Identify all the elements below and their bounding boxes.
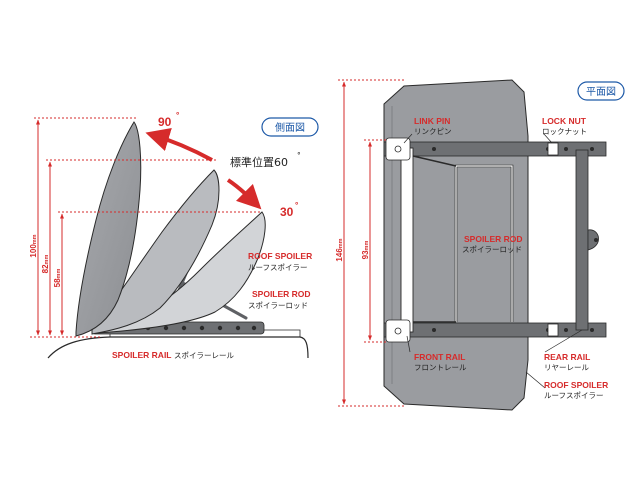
front-rail-label-jp: フロントレール xyxy=(414,363,467,372)
svg-text:°: ° xyxy=(297,151,301,160)
svg-text:°: ° xyxy=(176,110,180,120)
spoiler-rod-label-en: SPOILER ROD xyxy=(252,289,311,299)
dim-82-unit: mm xyxy=(44,255,50,265)
side-view-badge-text: 側面図 xyxy=(275,121,305,134)
dim-100: 100 xyxy=(29,244,38,258)
arrow-30 xyxy=(226,178,262,210)
link-pin-plan xyxy=(385,137,411,343)
rear-rail-plan xyxy=(575,149,589,331)
dim-146: 146 xyxy=(335,248,344,262)
side-view: 側面図 90 ° 標準位置60 ° 30 ° xyxy=(29,110,319,360)
svg-text:82mm: 82mm xyxy=(41,255,50,274)
link-pin-label-jp: リンクピン xyxy=(414,127,452,136)
dim-93: 93 xyxy=(361,250,370,259)
dim-82: 82 xyxy=(41,264,50,273)
rear-rail-label-en: REAR RAIL xyxy=(544,352,590,362)
roof-spoiler-plan-label-en: ROOF SPOILER xyxy=(544,380,608,390)
spoiler-rod-label-jp: スポイラーロッド xyxy=(248,301,308,310)
svg-text:58mm: 58mm xyxy=(53,269,62,288)
spoiler-rail-label-en: SPOILER RAIL xyxy=(112,350,172,360)
lock-nut-label-en: LOCK NUT xyxy=(542,116,587,126)
roof-spoiler-label-en: ROOF SPOILER xyxy=(248,251,312,261)
angle-30-label: 30 xyxy=(280,205,294,219)
dim-58-unit: mm xyxy=(56,269,62,279)
angle-90-label: 90 xyxy=(158,115,172,129)
spoiler-rail-label-jp: スポイラーレール xyxy=(174,351,234,360)
plan-view-badge: 平面図 xyxy=(577,81,625,101)
front-rail-plan xyxy=(400,147,414,333)
dim-58: 58 xyxy=(53,278,62,287)
svg-text:100mm: 100mm xyxy=(29,234,38,257)
svg-text:146mm: 146mm xyxy=(335,238,344,261)
plan-dimensions xyxy=(338,79,404,407)
side-dimensions xyxy=(30,117,262,338)
spoiler-rod-plan-label-jp: スポイラーロッド xyxy=(462,245,522,254)
spoiler-rod-plan xyxy=(412,155,514,323)
angle-60-label: 標準位置60 xyxy=(230,155,288,169)
spoiler-rod-plan-label-en: SPOILER ROD xyxy=(464,234,523,244)
link-pin-label-en: LINK PIN xyxy=(414,116,450,126)
roof-spoiler-30 xyxy=(97,211,266,334)
arrow-90 xyxy=(145,128,213,162)
lock-nut-plan xyxy=(547,142,559,337)
roof-spoiler-90 xyxy=(75,121,142,337)
front-rail-label-en: FRONT RAIL xyxy=(414,352,465,362)
rear-rail-label-jp: リヤーレール xyxy=(544,363,589,372)
roof-spoiler-label-jp: ルーフスポイラー xyxy=(248,263,308,272)
side-view-badge: 側面図 xyxy=(261,117,319,137)
dim-100-unit: mm xyxy=(32,234,38,244)
svg-text:°: ° xyxy=(295,200,299,210)
dim-93-unit: mm xyxy=(364,241,370,251)
dim-146-unit: mm xyxy=(338,238,344,248)
plan-view-badge-text: 平面図 xyxy=(586,86,616,98)
roof-spoiler-60 xyxy=(91,169,220,335)
lock-nut-label-jp: ロックナット xyxy=(542,127,587,136)
plan-view: 平面図 xyxy=(335,79,625,411)
roof-spoiler-plan-label-jp: ルーフスポイラー xyxy=(544,391,604,400)
svg-text:93mm: 93mm xyxy=(361,241,370,260)
